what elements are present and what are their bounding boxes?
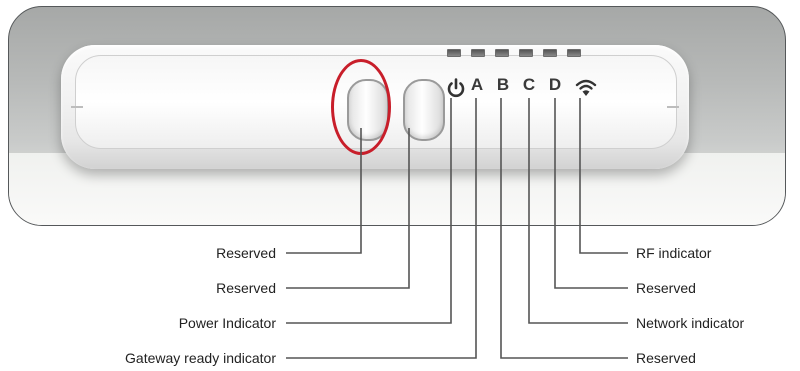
leader-line-gateway bbox=[286, 98, 476, 358]
label-reserved-1: Reserved bbox=[216, 244, 276, 262]
leader-line-power bbox=[286, 98, 451, 323]
label-reserved-b: Reserved bbox=[636, 349, 696, 367]
leader-line-rf bbox=[580, 98, 628, 253]
label-network-indicator: Network indicator bbox=[636, 314, 744, 332]
label-reserved-2: Reserved bbox=[216, 279, 276, 297]
leader-line-reserved-d bbox=[555, 98, 628, 288]
label-gateway-ready-indicator: Gateway ready indicator bbox=[125, 349, 276, 367]
leader-line-reserved-b bbox=[501, 98, 628, 358]
label-power-indicator: Power Indicator bbox=[179, 314, 276, 332]
leader-line-reserved-2 bbox=[286, 128, 409, 288]
label-rf-indicator: RF indicator bbox=[636, 244, 711, 262]
label-reserved-d: Reserved bbox=[636, 279, 696, 297]
leader-line-network bbox=[529, 98, 628, 323]
leader-line-reserved-1 bbox=[286, 128, 361, 253]
